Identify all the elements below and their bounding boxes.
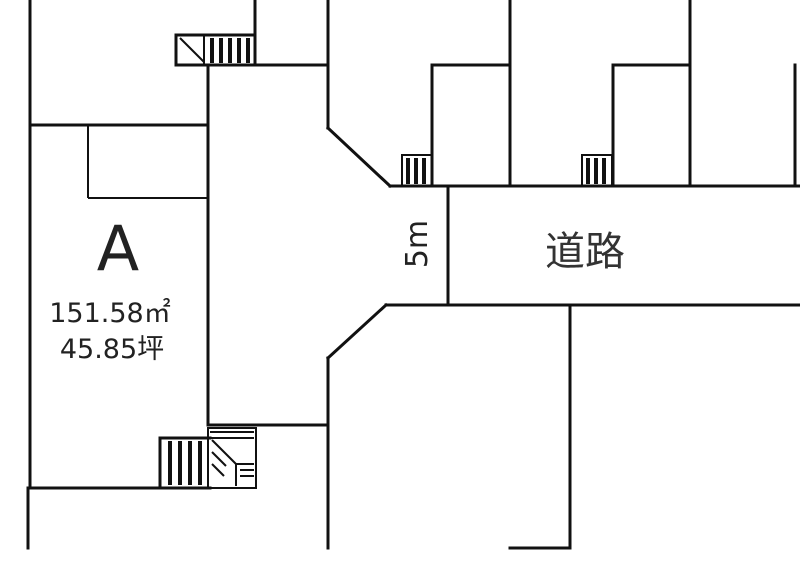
top-right-lots — [611, 0, 797, 188]
road-label: 道路 — [545, 229, 625, 275]
lot-area-tsubo: 45.85坪 — [60, 334, 164, 365]
lot-a-building — [87, 125, 208, 199]
stairs-top-left — [179, 35, 250, 65]
stairs-top-right — [581, 154, 613, 187]
stairs-bottom-left — [158, 427, 257, 490]
bottom-right-lot — [508, 303, 572, 550]
top-middle-lot — [325, 0, 800, 189]
road-width-label: 5m — [400, 220, 435, 268]
top-left-neighbor — [174, 0, 330, 67]
lot-a-boundary — [26, 0, 212, 550]
road — [384, 184, 800, 307]
lot-letter: A — [97, 212, 139, 285]
stairs-top-middle — [401, 154, 433, 187]
bottom-middle-lot — [206, 302, 389, 550]
lot-area-sqm: 151.58㎡ — [49, 298, 170, 329]
